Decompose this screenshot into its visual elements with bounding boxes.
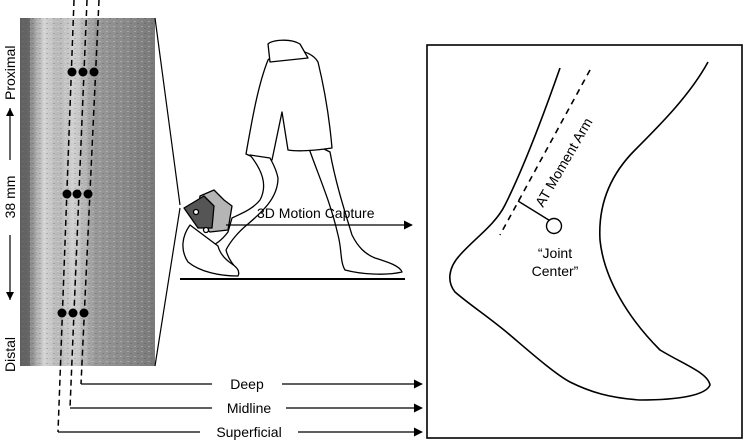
torso [267, 39, 309, 63]
proximal-label: Proximal [2, 46, 18, 100]
moment-arm-line [517, 200, 553, 223]
zoom-line-bottom [154, 207, 181, 367]
bottom-arrows [58, 379, 423, 437]
ultrasound-dark-edge [20, 18, 30, 366]
range-arrowhead-up [6, 108, 14, 116]
zoom-wedge [154, 17, 181, 367]
midline-dashed-line [69, 0, 88, 409]
deep-label: Deep [230, 376, 264, 392]
ultrasound-scale: Proximal 38 mm Distal [2, 46, 18, 372]
tracking-dot [67, 67, 77, 77]
foot-outline [449, 61, 711, 401]
midline-label: Midline [227, 400, 272, 416]
tracking-dot [68, 308, 78, 318]
motion-capture-label: 3D Motion Capture [257, 205, 375, 221]
rear-leg [305, 139, 403, 275]
superficial-label: Superficial [216, 424, 281, 440]
foot-panel: AT Moment Arm “Joint Center” [426, 44, 743, 439]
tracking-dot [57, 308, 67, 318]
distance-label: 38 mm [2, 176, 18, 219]
joint-center-marker [545, 217, 563, 235]
tracking-dots [57, 67, 99, 318]
motion-capture-arrow: 3D Motion Capture [226, 205, 413, 230]
tracking-dot [89, 67, 99, 77]
tracking-dot [62, 189, 72, 199]
foot-panel-frame [426, 44, 743, 439]
range-arrowhead-down [6, 292, 14, 300]
front-foot [182, 224, 240, 277]
shorts [245, 49, 333, 161]
walking-figure [180, 39, 405, 280]
tracking-dot [72, 189, 82, 199]
zoom-line-top [154, 17, 181, 206]
tracking-dot [79, 308, 89, 318]
marker-dot [202, 226, 210, 234]
distal-label: Distal [2, 337, 18, 372]
joint-center-label-line1: “Joint [538, 245, 572, 261]
marker-dot [192, 208, 200, 216]
joint-center-label-line2: Center” [532, 263, 579, 279]
tracking-dot [83, 189, 93, 199]
achilles-line [499, 69, 591, 236]
tracking-dot [78, 67, 88, 77]
